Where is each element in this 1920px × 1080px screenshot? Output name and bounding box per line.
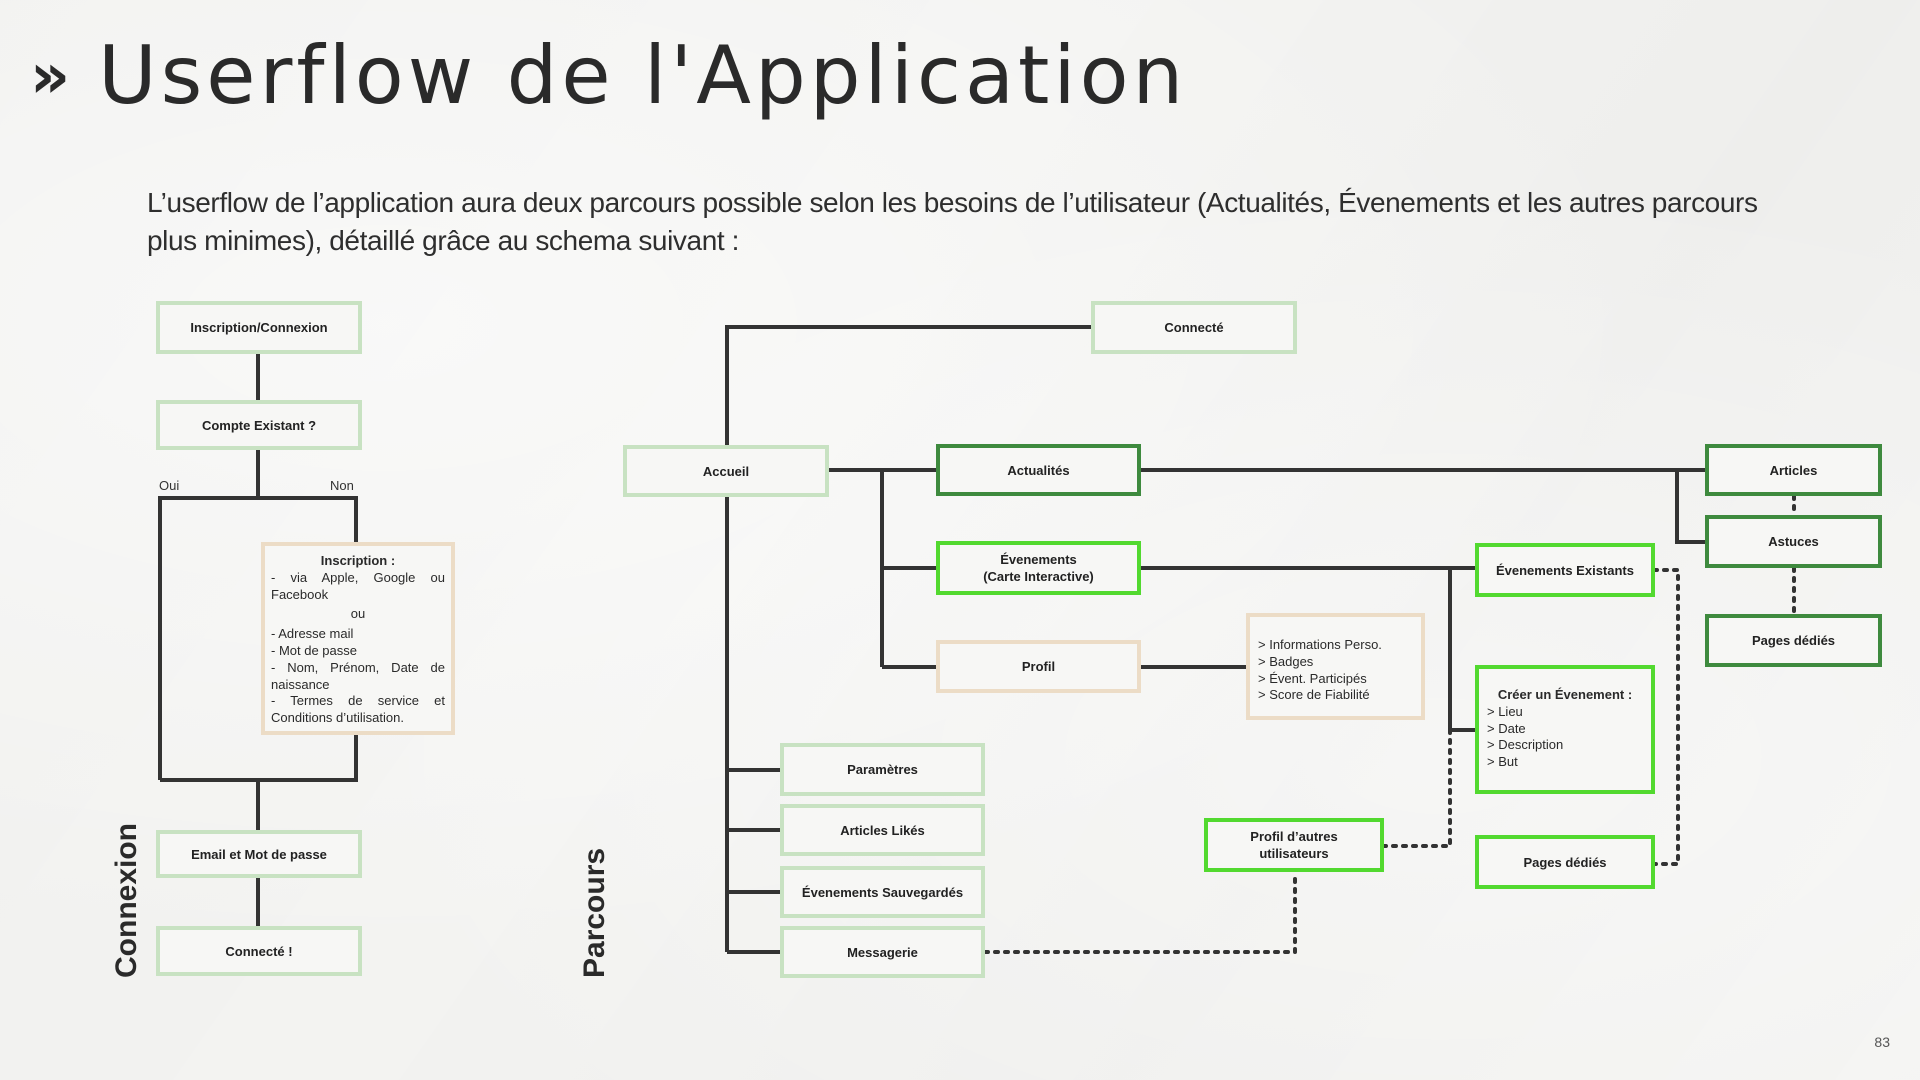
connector-line	[725, 325, 1093, 445]
creer-evenement-box: Créer un Évenement : > Lieu > Date > Des…	[1475, 665, 1655, 794]
email-mdp-node: Email et Mot de passe	[156, 830, 362, 878]
parametres-node: Paramètres	[780, 743, 985, 796]
profil-autres-node: Profil d’autres utilisateurs	[1204, 818, 1384, 872]
connexion-connecte-node: Connecté !	[156, 926, 362, 976]
connector-line	[1448, 568, 1477, 732]
evenements-existants-node: Évenements Existants	[1475, 543, 1655, 597]
connector-line	[160, 735, 358, 782]
connector-line	[1675, 470, 1707, 544]
inscription-line: - Mot de passe	[271, 642, 357, 658]
creer-evenement-item: > Description	[1487, 737, 1564, 753]
inscription-line: - Termes de service et Conditions d’util…	[271, 693, 445, 726]
non-label: Non	[330, 478, 354, 493]
profil-detail-item: > Évent. Participés	[1258, 670, 1367, 686]
creer-evenement-item: > Date	[1487, 720, 1526, 736]
inscription-connexion-node: Inscription/Connexion	[156, 301, 362, 354]
dotted-connector	[983, 870, 1297, 954]
evenements-node: Évenements (Carte Interactive)	[936, 541, 1141, 595]
profil-detail-item: > Informations Perso.	[1258, 637, 1382, 652]
profil-detail-item: > Score de Fiabilité	[1258, 687, 1370, 703]
connector-line	[160, 496, 358, 542]
profil-node: Profil	[936, 640, 1141, 693]
inscription-line: - Adresse mail	[271, 626, 354, 642]
dotted-connector	[1652, 568, 1680, 866]
parcours-connecte-node: Connecté	[1091, 301, 1297, 354]
articles-node: Articles	[1705, 444, 1882, 496]
inscription-line: - via Apple, Google ou Facebook	[271, 569, 445, 602]
articles-likes-node: Articles Likés	[780, 804, 985, 856]
creer-evenement-item: > Lieu	[1487, 703, 1523, 719]
profil-detail-item: > Badges	[1258, 653, 1314, 669]
compte-existant-node: Compte Existant ?	[156, 400, 362, 450]
astuces-node: Astuces	[1705, 515, 1882, 568]
inscription-details-box: Inscription : - via Apple, Google ou Fac…	[261, 542, 455, 735]
evenements-sauvegardes-node: Évenements Sauvegardés	[780, 866, 985, 918]
double-chevron-icon: »	[30, 39, 71, 112]
page-number: 83	[1874, 1034, 1890, 1050]
profil-details-box: > Informations Perso. > Badges > Évent. …	[1246, 613, 1425, 720]
pages-dedies-top-node: Pages dédiés	[1705, 614, 1882, 667]
page-header: » Userflow de l'Application	[30, 36, 1187, 116]
creer-evenement-item: > But	[1487, 754, 1518, 770]
accueil-node: Accueil	[623, 445, 829, 497]
inscription-line: - Nom, Prénom, Date de naissance	[271, 659, 445, 692]
parcours-section-label: Parcours	[578, 847, 611, 978]
messagerie-node: Messagerie	[780, 926, 985, 978]
oui-label: Oui	[159, 478, 180, 493]
page-title: Userflow de l'Application	[98, 29, 1188, 122]
creer-evenement-title: Créer un Évenement :	[1497, 687, 1633, 702]
connexion-section-label: Connexion	[110, 823, 143, 978]
dotted-connector	[1381, 728, 1452, 848]
actualites-node: Actualités	[936, 444, 1141, 496]
inscription-or: ou	[350, 606, 366, 622]
inscription-box-title: Inscription :	[320, 553, 396, 568]
pages-dedies-bottom-node: Pages dédiés	[1475, 835, 1655, 889]
intro-paragraph: L’userflow de l’application aura deux pa…	[147, 187, 1758, 256]
